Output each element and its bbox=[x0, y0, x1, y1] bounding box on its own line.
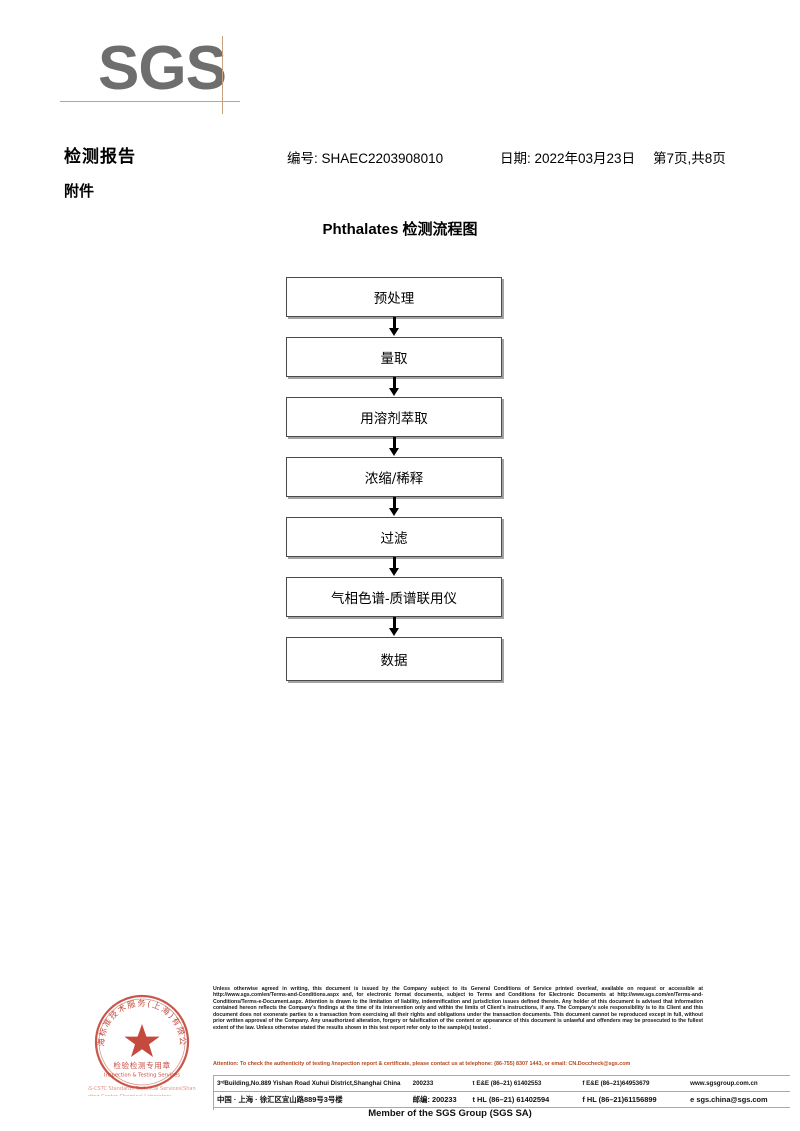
tel-cn-1: t HL (86–21) 61402594 bbox=[472, 1095, 550, 1104]
flow-arrow bbox=[286, 377, 502, 397]
flow-box-pretreatment: 预处理 bbox=[286, 277, 502, 317]
company-seal: 上海标准技术服务(上海)有限公司 检验检测专用章 Inspection & Te… bbox=[88, 988, 196, 1096]
flowchart: 预处理 量取 用溶剂萃取 浓缩/稀释 过滤 气相色谱-质谱联用仪 数据 bbox=[286, 277, 502, 681]
flow-step: 浓缩/稀释 bbox=[286, 457, 502, 497]
flow-arrow bbox=[286, 557, 502, 577]
address-en: 3ʳᵈBuilding,No.889 Yishan Road Xuhui Dis… bbox=[217, 1080, 401, 1087]
flowchart-title: Phthalates 检测流程图 bbox=[322, 221, 478, 238]
sgs-logo-text: SGS bbox=[98, 34, 227, 103]
address-cn: 中国 · 上海 · 徐汇区宜山路889号3号楼 bbox=[217, 1095, 343, 1104]
flow-step: 量取 bbox=[286, 337, 502, 377]
address-block: 3ʳᵈBuilding,No.889 Yishan Road Xuhui Dis… bbox=[213, 1075, 790, 1110]
flow-arrow bbox=[286, 617, 502, 637]
tel-cn-2: f HL (86–21)61156899 bbox=[582, 1095, 657, 1104]
flow-arrow bbox=[286, 437, 502, 457]
tel-en-2: f E&E (86–21)64953679 bbox=[582, 1080, 650, 1087]
member-line: Member of the SGS Group (SGS SA) bbox=[368, 1108, 532, 1119]
flow-box-measure: 量取 bbox=[286, 337, 502, 377]
page-title: 检测报告 bbox=[64, 147, 136, 166]
flow-step: 过滤 bbox=[286, 517, 502, 557]
seal-graphic: 上海标准技术服务(上海)有限公司 检验检测专用章 Inspection & Te… bbox=[88, 988, 196, 1096]
legal-disclaimer: Unless otherwise agreed in writing, this… bbox=[213, 986, 703, 1031]
address-vertical-rule bbox=[213, 1076, 214, 1110]
flow-box-data: 数据 bbox=[286, 637, 502, 681]
svg-text:检验检测专用章: 检验检测专用章 bbox=[113, 1060, 170, 1070]
flow-box-filtration: 过滤 bbox=[286, 517, 502, 557]
flow-box-solvent-extraction: 用溶剂萃取 bbox=[286, 397, 502, 437]
tel-en-1: t E&E (86–21) 61402553 bbox=[472, 1080, 542, 1087]
zip-en: 200233 bbox=[412, 1080, 434, 1087]
zip-cn: 邮编: 200233 bbox=[412, 1095, 457, 1104]
report-number: 编号: SHAEC2203908010 bbox=[287, 151, 444, 166]
attention-notice: Attention: To check the authenticity of … bbox=[213, 1061, 631, 1067]
email: e sgs.china@sgs.com bbox=[690, 1095, 768, 1104]
page-indicator: 第7页,共8页 bbox=[653, 151, 726, 166]
flow-box-gcms: 气相色谱-质谱联用仪 bbox=[286, 577, 502, 617]
flow-step: 用溶剂萃取 bbox=[286, 397, 502, 437]
attachment-label: 附件 bbox=[64, 183, 95, 200]
flow-step: 预处理 bbox=[286, 277, 502, 317]
flow-step: 气相色谱-质谱联用仪 bbox=[286, 577, 502, 617]
logo-vertical-rule bbox=[222, 36, 223, 114]
flow-step: 数据 bbox=[286, 637, 502, 681]
address-bottom-rule bbox=[213, 1107, 790, 1108]
svg-text:Testing Center-Chemical Labora: Testing Center-Chemical Laboratory bbox=[88, 1094, 172, 1096]
logo-horizontal-rule bbox=[60, 101, 240, 102]
flow-box-concentrate-dilute: 浓缩/稀释 bbox=[286, 457, 502, 497]
sgs-logo: SGS bbox=[60, 34, 248, 118]
website: www.sgsgroup.com.cn bbox=[690, 1080, 758, 1087]
address-row-cn: 中国 · 上海 · 徐汇区宜山路889号3号楼 邮编: 200233 t HL … bbox=[213, 1092, 790, 1107]
report-date: 日期: 2022年03月23日 bbox=[500, 151, 636, 166]
flow-arrow bbox=[286, 317, 502, 337]
svg-text:SGS-CSTC Standards Technical S: SGS-CSTC Standards Technical Services(Sh… bbox=[88, 1086, 196, 1092]
address-top-rule bbox=[213, 1075, 790, 1076]
address-row-en: 3ʳᵈBuilding,No.889 Yishan Road Xuhui Dis… bbox=[213, 1076, 790, 1091]
svg-text:Inspection & Testing Services: Inspection & Testing Services bbox=[104, 1073, 180, 1079]
address-mid-rule bbox=[213, 1091, 790, 1092]
flow-arrow bbox=[286, 497, 502, 517]
